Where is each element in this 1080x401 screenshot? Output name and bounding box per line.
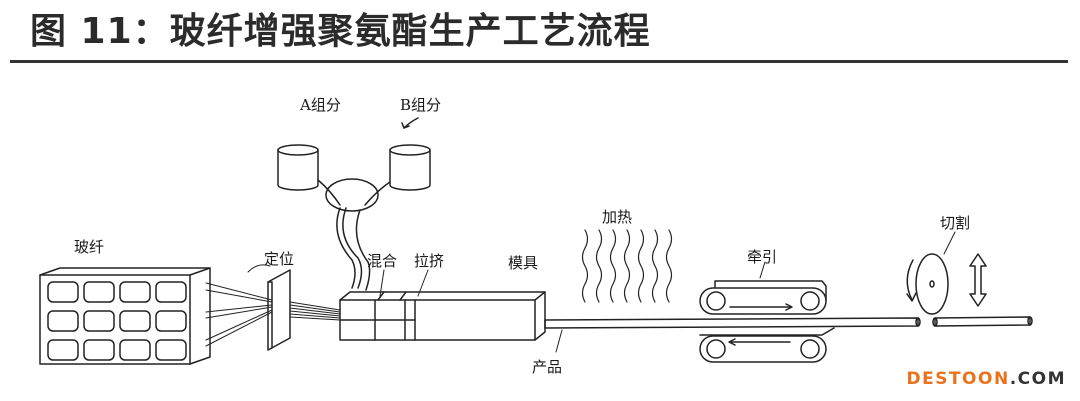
label-positioning: 定位 bbox=[264, 250, 294, 268]
traction-belt-upper bbox=[699, 280, 827, 315]
title-divider bbox=[10, 60, 1068, 63]
label-component-a: A组分 bbox=[299, 96, 341, 114]
figure-title: 图 11：玻纤增强聚氨酯生产工艺流程 bbox=[30, 11, 651, 52]
destoon-watermark: DESTOON.COM bbox=[906, 369, 1066, 389]
label-mixing: 混合 bbox=[367, 252, 397, 270]
cutting-updown-arrow-icon bbox=[969, 253, 987, 307]
watermark-prefix: DESTOON bbox=[906, 369, 1010, 389]
component-b-tank bbox=[389, 144, 431, 191]
component-a-tank bbox=[277, 144, 319, 191]
fiber-spool-grid bbox=[47, 281, 187, 361]
glass-fiber-strands bbox=[205, 282, 273, 347]
glass-fiber-rack bbox=[39, 267, 211, 365]
product-profile bbox=[544, 316, 1033, 329]
mixing-head-ring bbox=[317, 178, 391, 291]
label-product: 产品 bbox=[532, 358, 562, 376]
cutting-saw-blade bbox=[906, 253, 949, 315]
pultrusion-die bbox=[339, 291, 546, 341]
label-mold: 模具 bbox=[508, 254, 538, 272]
positioning-guide-plate bbox=[267, 269, 291, 351]
label-cutting: 切割 bbox=[940, 214, 970, 232]
label-heating: 加热 bbox=[602, 208, 632, 226]
heating-waves-icon bbox=[581, 229, 673, 303]
fiber-bundle-to-die bbox=[289, 301, 341, 321]
traction-belt-lower bbox=[699, 327, 835, 363]
label-component-b: B组分 bbox=[400, 96, 441, 114]
watermark-suffix: .COM bbox=[1009, 369, 1066, 389]
label-traction: 牵引 bbox=[747, 248, 777, 266]
label-pulling: 拉挤 bbox=[414, 252, 444, 270]
label-glass-fiber: 玻纤 bbox=[74, 238, 104, 256]
